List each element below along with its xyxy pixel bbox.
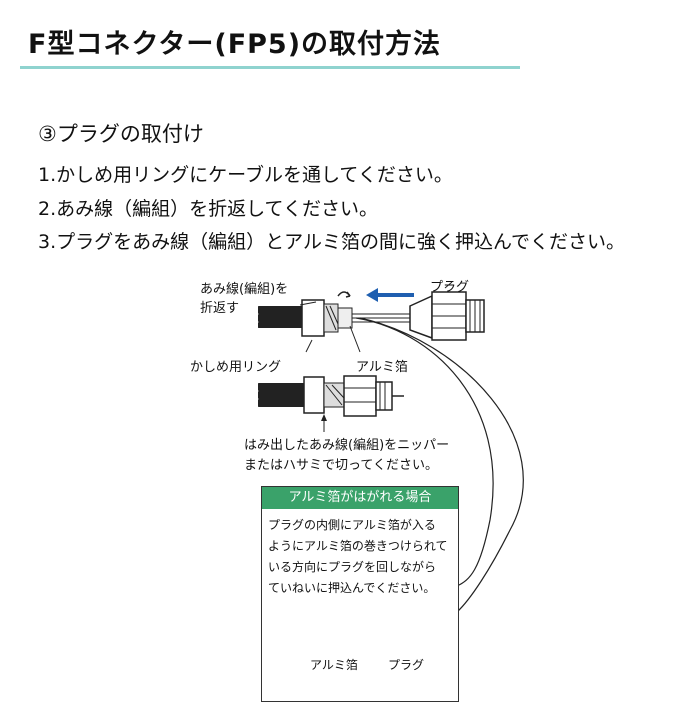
note-plug-label: プラグ [388,658,425,672]
note-line-1: プラグの内側にアルミ箔が入る [268,518,436,532]
foil-label: アルミ箔 [356,360,408,375]
note-text: プラグの内側にアルミ箔が入る ようにアルミ箔の巻きつけられて いる方向にプラグを… [268,515,454,599]
note-line-3: いる方向にプラグを回しながら [268,560,437,574]
instruction-2: 2.あみ線（編組）を折返してください。 [38,198,378,220]
trim-braid-label-line2: またはハサミで切ってください。 [244,458,438,473]
fold-braid-label-line2: 折返す [200,301,240,316]
insert-arrow-1 [366,288,414,302]
crimp-ring-label: かしめ用リング [190,360,282,375]
instruction-1: 1.かしめ用リングにケーブルを通してください。 [38,164,453,186]
cable-figure-2 [253,375,404,432]
title-underline [20,66,520,69]
plug-label: プラグ [430,280,470,295]
note-box: アルミ箔がはがれる場合 プラグの内側にアルミ箔が入る ようにアルミ箔の巻きつけら… [261,486,459,702]
plug-body-2 [343,375,377,417]
plug-figure-1 [409,291,485,341]
step-heading: ③プラグの取付け [38,122,204,146]
fold-braid-label-line1: あみ線(編組)を [200,282,289,297]
note-line-2: ようにアルミ箔の巻きつけられて [268,539,448,553]
crimp-ring-2 [303,376,325,414]
trim-braid-label-line1: はみ出したあみ線(編組)をニッパー [244,438,450,453]
page-title: F型コネクター(FP5)の取付方法 [28,29,442,60]
note-heading: アルミ箔がはがれる場合 [262,487,458,509]
cable-figure-1 [253,291,420,337]
instruction-3: 3.プラグをあみ線（編組）とアルミ箔の間に強く押込んでください。 [38,231,625,253]
note-line-4: ていねいに押込んでください。 [268,581,436,595]
crimp-ring-1 [301,299,325,337]
note-foil-label: アルミ箔 [310,658,358,672]
